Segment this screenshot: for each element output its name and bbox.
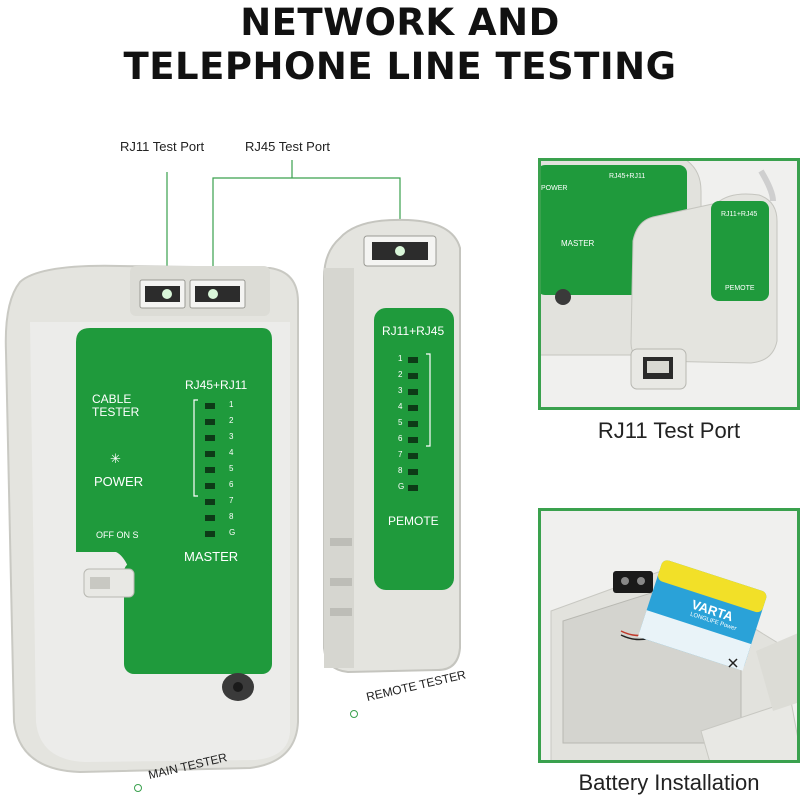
remote-led-5 <box>408 421 418 427</box>
main-led-number-5: 5 <box>229 464 234 473</box>
inset-power-label: POWER <box>541 185 568 192</box>
main-led-number-4: 4 <box>229 448 234 457</box>
master-label: MASTER <box>184 549 239 564</box>
main-led-7 <box>205 499 215 505</box>
power-star-icon: ✳ <box>110 451 121 466</box>
inset-remote-header: RJ11+RJ45 <box>721 211 758 218</box>
inset-master-label: MASTER <box>561 239 595 248</box>
inset-rj11-illustration <box>541 161 797 407</box>
remote-led-number-6: 6 <box>398 434 403 443</box>
main-led-2 <box>205 419 215 425</box>
cable-tester-label-2: TESTER <box>92 405 140 419</box>
main-led-6 <box>205 483 215 489</box>
main-port-header: RJ45+RJ11 <box>185 378 248 392</box>
inset-master-header: RJ45+RJ11 <box>609 173 646 180</box>
rj11-port-label: RJ11 Test Port <box>120 139 205 154</box>
page-title-line-2: TELEPHONE LINE TESTING <box>123 45 677 88</box>
inset-rj11-caption: RJ11 Test Port <box>597 418 741 443</box>
main-led-4 <box>205 451 215 457</box>
remote-led-number-9: G <box>398 482 405 491</box>
cable-tester-label-1: CABLE <box>92 392 132 406</box>
main-tester-marker <box>134 784 142 792</box>
remote-led-4 <box>408 405 418 411</box>
remote-led-number-7: 7 <box>398 450 403 459</box>
main-tester: CABLE TESTER RJ45+RJ11 ✳ POWER OFF ON S … <box>0 262 300 774</box>
main-led-3 <box>205 435 215 441</box>
rj45-port-label: RJ45 Test Port <box>245 139 331 154</box>
remote-led-9 <box>408 485 418 491</box>
switch-label: OFF ON S <box>96 530 139 540</box>
remote-led-number-2: 2 <box>398 370 403 379</box>
main-led-number-3: 3 <box>229 432 234 441</box>
page-title-line-1: NETWORK AND <box>240 1 560 44</box>
main-led-8 <box>205 515 215 521</box>
main-led-number-6: 6 <box>229 480 234 489</box>
remote-led-number-1: 1 <box>398 354 403 363</box>
remote-tester-body <box>323 218 461 674</box>
remote-led-3 <box>408 389 418 395</box>
remote-tester-marker <box>350 710 358 718</box>
remote-led-number-4: 4 <box>398 402 403 411</box>
power-label: POWER <box>94 474 144 489</box>
inset-battery-caption: Battery Installation <box>578 770 760 795</box>
main-led-5 <box>205 467 215 473</box>
main-led-number-7: 7 <box>229 496 234 505</box>
main-led-9 <box>205 531 215 537</box>
inset-battery-illustration <box>541 511 797 760</box>
remote-port-header: RJ11+RJ45 <box>382 324 445 338</box>
remote-led-2 <box>408 373 418 379</box>
main-tester-body <box>4 264 299 774</box>
main-led-number-8: 8 <box>229 512 234 521</box>
inset-rj11-photo: POWER RJ45+RJ11 MASTER RJ11+RJ45 PEMOTE <box>538 158 800 410</box>
remote-led-6 <box>408 437 418 443</box>
inset-battery-photo: VARTA LONGLIFE Power <box>538 508 800 763</box>
remote-led-number-8: 8 <box>398 466 403 475</box>
main-led-1 <box>205 403 215 409</box>
remote-led-number-5: 5 <box>398 418 403 427</box>
remote-led-1 <box>408 357 418 363</box>
main-led-number-9: G <box>229 528 236 537</box>
main-led-number-2: 2 <box>229 416 234 425</box>
remote-led-8 <box>408 469 418 475</box>
inset-remote-label: PEMOTE <box>725 285 755 292</box>
remote-led-number-3: 3 <box>398 386 403 395</box>
remote-unit-label: PEMOTE <box>388 514 439 528</box>
main-led-number-1: 1 <box>229 400 234 409</box>
remote-led-7 <box>408 453 418 459</box>
